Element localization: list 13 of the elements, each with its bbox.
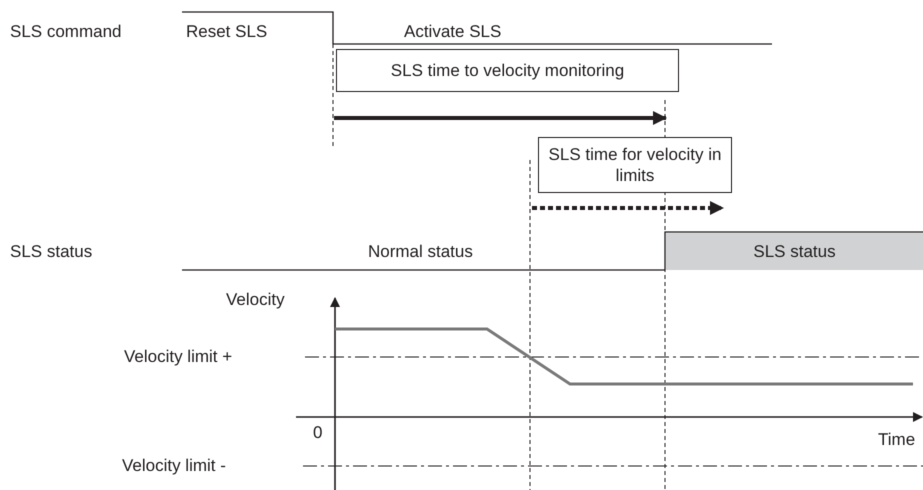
limit-label: Velocity limit +	[124, 347, 232, 367]
status-band: SLS status	[666, 233, 923, 270]
axis-label: Velocity	[226, 290, 285, 310]
signal-name: SLS status	[10, 242, 92, 262]
signal-name: SLS command	[10, 22, 122, 42]
duration-box: SLS time for velocity in limits	[538, 137, 732, 193]
state-label: Reset SLS	[186, 22, 268, 42]
state-label: Activate SLS	[404, 22, 502, 42]
state-label: Normal status	[368, 242, 473, 262]
duration-box: SLS time to velocity monitoring	[336, 49, 679, 92]
tick-label: 0	[313, 423, 322, 443]
axis-label: Time	[878, 430, 916, 450]
limit-label: Velocity limit -	[122, 456, 226, 476]
